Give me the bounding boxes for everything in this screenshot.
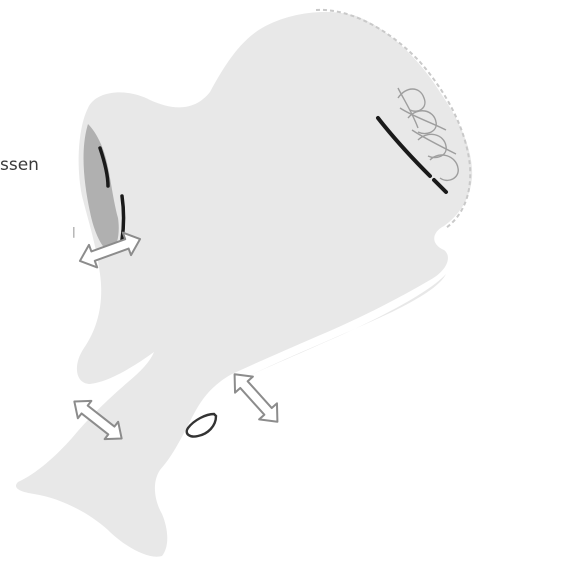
- edge-mark: |: [72, 226, 76, 237]
- landmass: [16, 12, 472, 557]
- double-arrow-icon: [226, 366, 287, 430]
- edge-label: ssen: [0, 157, 39, 174]
